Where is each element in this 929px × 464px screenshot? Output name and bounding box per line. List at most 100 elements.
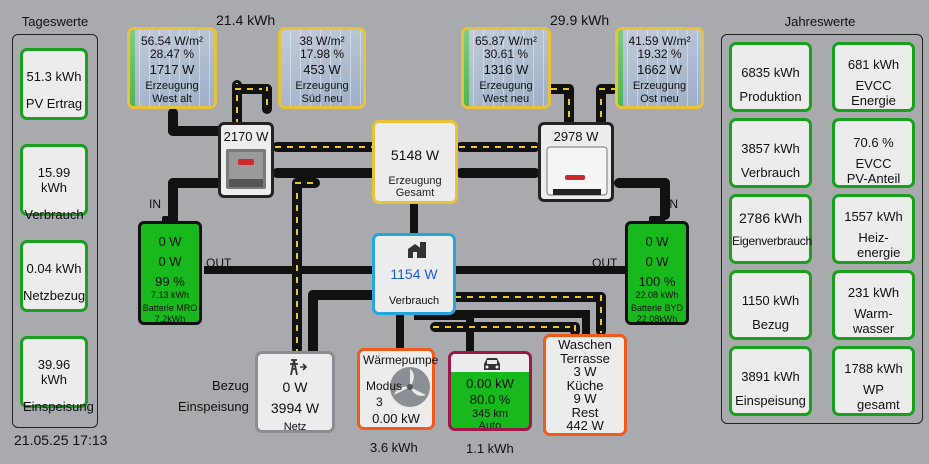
pv-power: 453 W [303, 62, 341, 77]
car-icon [484, 358, 500, 370]
pv-irradiance: 65.87 W/m² [474, 34, 537, 48]
yearly-heating-energy-value: 1557 kWh [844, 209, 903, 224]
load-rest-label: Rest [571, 404, 599, 420]
flow-cable [596, 292, 606, 336]
pv-label: Erzeugung [632, 80, 687, 92]
car[interactable]: 0.00 kW 80.0 % 345 km Auto [448, 351, 532, 431]
pv-share: 17.98 % [299, 47, 345, 61]
daily-grid-import-card[interactable]: 0.04 kWh Netzbezug [20, 240, 88, 312]
yearly-panel-title: Jahreswerte [784, 14, 856, 29]
cable [614, 178, 670, 188]
grid-feed-in-value: 3994 W [270, 400, 320, 416]
battery-left-capacity: 7.2kWh [154, 314, 186, 324]
battery-right-capacity: 22.08kWh [636, 314, 678, 324]
battery-right[interactable]: 0 W 0 W 100 % 22.08 kWh Batterie BYD 22.… [625, 216, 689, 325]
yearly-import-card[interactable]: 1150 kWh Bezug [729, 270, 812, 340]
flow-cable [272, 142, 376, 152]
yearly-consumption-card[interactable]: 3857 kWh Verbrauch [729, 118, 812, 188]
cable [456, 266, 626, 274]
pv-share: 19.32 % [637, 47, 682, 61]
heatpump[interactable]: Wärmepumpe Modus 3 0.00 kW [357, 348, 439, 430]
yearly-heatpump-total-value: 1788 kWh [844, 361, 903, 376]
yearly-production-value: 6835 kWh [741, 65, 800, 80]
battery-cap [649, 216, 665, 224]
pv-name: Ost neu [640, 93, 679, 105]
load-terrace-value: 3 W [573, 364, 597, 379]
yearly-feed-in-label: Einspeisung [735, 393, 806, 408]
grid-import-value: 0 W [282, 379, 308, 395]
yearly-hot-water-card[interactable]: 231 kWh Warm-wasser [832, 270, 915, 340]
pv-array-ost-neu[interactable]: 41.59 W/m² 19.32 % 1662 W Erzeugung Ost … [615, 27, 704, 109]
yearly-evcc-pv-share-card[interactable]: 70.6 % EVCC PV-Anteil [832, 118, 915, 188]
heatpump-mode-label: Modus [366, 379, 403, 393]
battery-left-in-label: IN [149, 197, 161, 211]
yearly-evcc-energy-card[interactable]: 681 kWh EVCC Energie [832, 42, 915, 112]
heatpump-energy: 3.6 kWh [370, 440, 418, 455]
flow-cable [596, 84, 606, 126]
pv-array-west-alt[interactable]: 56.54 W/m² 28.47 % 1717 W Erzeugung West… [127, 27, 217, 109]
pv-irradiance: 38 W/m² [299, 34, 345, 48]
battery-right-out: 0 W [645, 254, 669, 269]
battery-left-soc: 99 % [155, 274, 185, 289]
pv-irradiance: 41.59 W/m² [628, 34, 691, 48]
cable [456, 168, 540, 178]
daily-feed-in-card[interactable]: 39.96 kWh Einspeisung [20, 336, 94, 414]
yearly-heatpump-total-card[interactable]: 1788 kWh WP gesamt [832, 346, 915, 416]
pv-name: West alt [152, 93, 192, 105]
yearly-evcc-energy-label: EVCC Energie [851, 78, 896, 108]
consumption-label: Verbrauch [388, 295, 440, 307]
pv-array-west-neu[interactable]: 65.87 W/m² 30.61 % 1316 W Erzeugung West… [461, 27, 551, 109]
battery-right-name: Batterie BYD [630, 303, 684, 313]
fan-icon [390, 367, 430, 407]
heatpump-mode-value: 3 [376, 395, 383, 409]
daily-pv-yield-label: PV Ertrag [25, 96, 83, 111]
cable [308, 290, 388, 300]
yearly-evcc-pv-share-value: 70.6 % [853, 135, 894, 150]
daily-consumption-card[interactable]: 15.99 kWh Verbrauch [20, 144, 88, 222]
load-kitchen-label: Küche [566, 377, 604, 393]
yearly-heatpump-total-label: WP gesamt [857, 382, 900, 412]
yearly-consumption-label: Verbrauch [740, 165, 801, 180]
load-rest-value: 442 W [566, 418, 604, 433]
inverter-right[interactable]: 2978 W [538, 122, 614, 202]
inverter-left-power: 2170 W [223, 129, 269, 144]
flow-cable [456, 142, 540, 152]
yearly-hot-water-label: Warm-wasser [853, 306, 895, 336]
battery-left-out-label: OUT [206, 256, 232, 270]
yearly-production-card[interactable]: 6835 kWh Produktion [729, 42, 812, 112]
cable [204, 266, 374, 274]
grid[interactable]: 0 W 3994 W Netz [255, 351, 335, 433]
solar-panel-icon [464, 30, 548, 106]
grid-label: Netz [283, 421, 307, 433]
load-kitchen-value: 9 W [573, 391, 597, 406]
cable [168, 108, 178, 136]
battery-left-in: 0 W [158, 234, 182, 249]
yearly-production-label: Produktion [739, 89, 802, 104]
yearly-feed-in-card[interactable]: 3891 kWh Einspeisung [729, 346, 812, 416]
yearly-self-consumption-card[interactable]: 2786 kWh Eigenverbrauch [729, 194, 812, 264]
yearly-heating-energy-card[interactable]: 1557 kWh Heiz-energie [832, 194, 915, 264]
other-loads[interactable]: Waschen Terrasse 3 W Küche 9 W Rest 442 … [543, 334, 627, 436]
grid-pylon-icon [290, 359, 308, 376]
battery-left-energy: 7.13 kWh [150, 290, 190, 300]
production-total[interactable]: 5148 W Erzeugung Gesamt [372, 120, 458, 204]
inverter-left[interactable]: 2170 W [218, 122, 274, 198]
heatpump-title: Wärmepumpe [363, 353, 439, 367]
inverter-right-power: 2978 W [553, 129, 599, 144]
pv-label: Erzeugung [479, 80, 533, 92]
cable [466, 312, 474, 352]
pv-name: Süd neu [301, 93, 343, 105]
pv-array-sued-neu[interactable]: 38 W/m² 17.98 % 453 W Erzeugung Süd neu [278, 27, 366, 109]
pv-power: 1316 W [483, 62, 529, 77]
flow-cable [232, 80, 242, 126]
flow-cable [452, 292, 606, 302]
battery-left[interactable]: 0 W 0 W 99 % 7.13 kWh Batterie MRO 7.2kW… [138, 216, 202, 325]
battery-right-out-label: OUT [592, 256, 618, 270]
flow-cable [232, 84, 272, 94]
flow-cable [570, 322, 580, 336]
daily-pv-yield-card[interactable]: 51.3 kWh PV Ertrag [20, 48, 88, 120]
pv-left-total: 21.4 kWh [216, 12, 276, 28]
daily-grid-import-label: Netzbezug [23, 288, 86, 303]
pv-label: Erzeugung [145, 80, 199, 92]
house-consumption[interactable]: 1154 W Verbrauch [372, 233, 456, 315]
